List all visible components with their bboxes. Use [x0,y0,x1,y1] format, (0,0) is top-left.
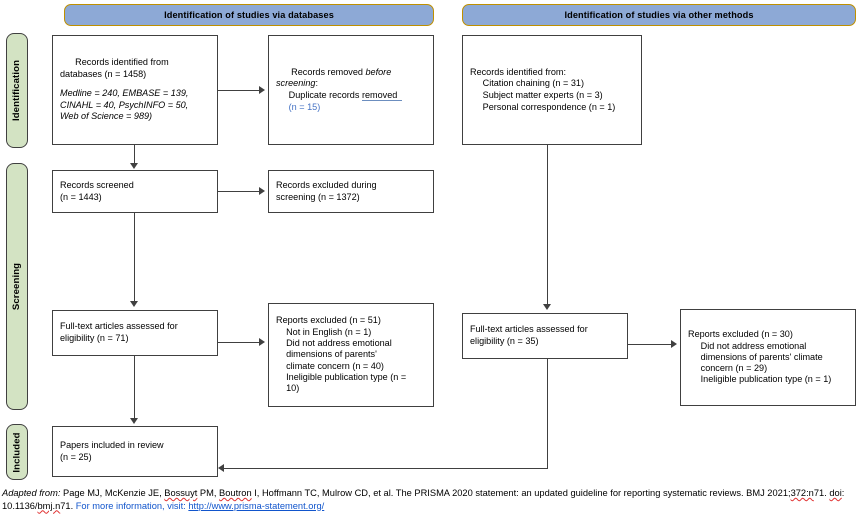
stage-tab-included: Included [6,424,28,480]
footnote-citation-3: I, Hoffmann TC, Mulrow CD, et al. The PR… [251,488,791,498]
fulltext-other-text: Full-text articles assessed for eligibil… [470,324,588,346]
records-screened-text: Records screened (n = 1443) [60,179,134,202]
connector-screened-to-fulltext [134,213,136,302]
box-records-identified-other: Records identified from: Citation chaini… [462,35,642,145]
footnote-volume: 372:n [790,488,814,498]
footnote-author-bossuyt: Bossuyt [164,488,198,498]
connector-identified-to-removed [218,90,260,92]
records-removed-head-italic: before screening [276,66,392,89]
connector-fulltext-to-reports-excluded [218,342,260,344]
arrowhead-fulltext-to-reports-excluded [259,338,265,346]
records-removed-item-underlined: removed [361,90,398,101]
arrowhead-screened-to-fulltext [130,301,138,307]
box-reports-excluded-databases: Reports excluded (n = 51) Not in English… [268,303,434,407]
connector-fulltext-to-included [134,356,136,418]
box-records-excluded-screening: Records excluded during screening (n = 1… [268,170,434,213]
arrowhead-identified-to-removed [259,86,265,94]
footnote: Adapted from: Page MJ, McKenzie JE, Boss… [2,487,862,512]
connector-other-to-included-horizontal [224,468,548,470]
records-identified-sources: Medline = 240, EMBASE = 139, CINAHL = 40… [60,88,189,122]
box-papers-included: Papers included in review (n = 25) [52,426,218,477]
prisma-statement-link[interactable]: http://www.prisma-statement.org/ [188,500,325,511]
footnote-adapted-label: Adapted from: [2,488,61,498]
stage-tab-screening: Screening [6,163,28,410]
reports-excluded-other-text: Reports excluded (n = 30) Did not addres… [688,329,832,385]
footnote-citation-2: PM, [197,488,220,498]
arrowhead-fulltext-to-included [130,418,138,424]
records-excluded-text: Records excluded during screening (n = 1… [276,179,377,202]
connector-other-to-fulltext-other [547,145,549,304]
papers-included-text: Papers included in review (n = 25) [60,439,164,462]
footnote-author-boutron: Boutron [219,488,252,498]
box-records-removed-before-screening: Records removed before screening: Duplic… [268,35,434,145]
footnote-citation-1: Page MJ, McKenzie JE, [60,488,165,498]
arrowhead-fulltext-other-to-reports-excluded [671,340,677,348]
footnote-doi-journal: bmj.n [37,500,61,511]
fulltext-db-text: Full-text articles assessed for eligibil… [60,321,178,343]
arrowhead-other-to-fulltext-other [543,304,551,310]
stage-tab-identification: Identification [6,33,28,148]
connector-fulltext-other-to-reports-excluded [628,344,672,346]
footnote-volume-number: 71. [813,488,830,498]
arrowhead-other-to-included [218,464,224,472]
records-removed-head: Records removed [291,66,366,77]
stage-label-screening: Screening [11,262,23,311]
records-other-text: Records identified from: Citation chaini… [470,66,616,112]
connector-screened-to-excluded [218,191,260,193]
footnote-doi-number: 71. [60,500,76,511]
connector-other-to-included-vertical [547,359,549,469]
footnote-more-info: For more information, visit: [75,500,189,511]
connector-identified-to-screened [134,145,136,164]
records-removed-item: Duplicate records [276,90,362,100]
box-records-identified-databases: Records identified from databases (n = 1… [52,35,218,145]
box-records-screened: Records screened (n = 1443) [52,170,218,213]
records-identified-main: Records identified from databases (n = 1… [60,57,169,79]
records-removed-colon: : [315,78,318,89]
stage-label-identification: Identification [11,59,23,122]
footnote-doi-label: doi [829,488,842,498]
box-fulltext-assessed-databases: Full-text articles assessed for eligibil… [52,310,218,356]
banner-databases: Identification of studies via databases [64,4,434,26]
box-fulltext-assessed-other: Full-text articles assessed for eligibil… [462,313,628,359]
box-reports-excluded-other: Reports excluded (n = 30) Did not addres… [680,309,856,406]
banner-other-methods: Identification of studies via other meth… [462,4,856,26]
records-removed-count: (n = 15) [276,101,321,112]
arrowhead-identified-to-screened [130,163,138,169]
stage-label-included: Included [11,431,23,473]
arrowhead-screened-to-excluded [259,187,265,195]
footnote-doi-rest: : 10.1136/ [2,488,845,511]
reports-excluded-db-text: Reports excluded (n = 51) Not in English… [276,315,407,394]
